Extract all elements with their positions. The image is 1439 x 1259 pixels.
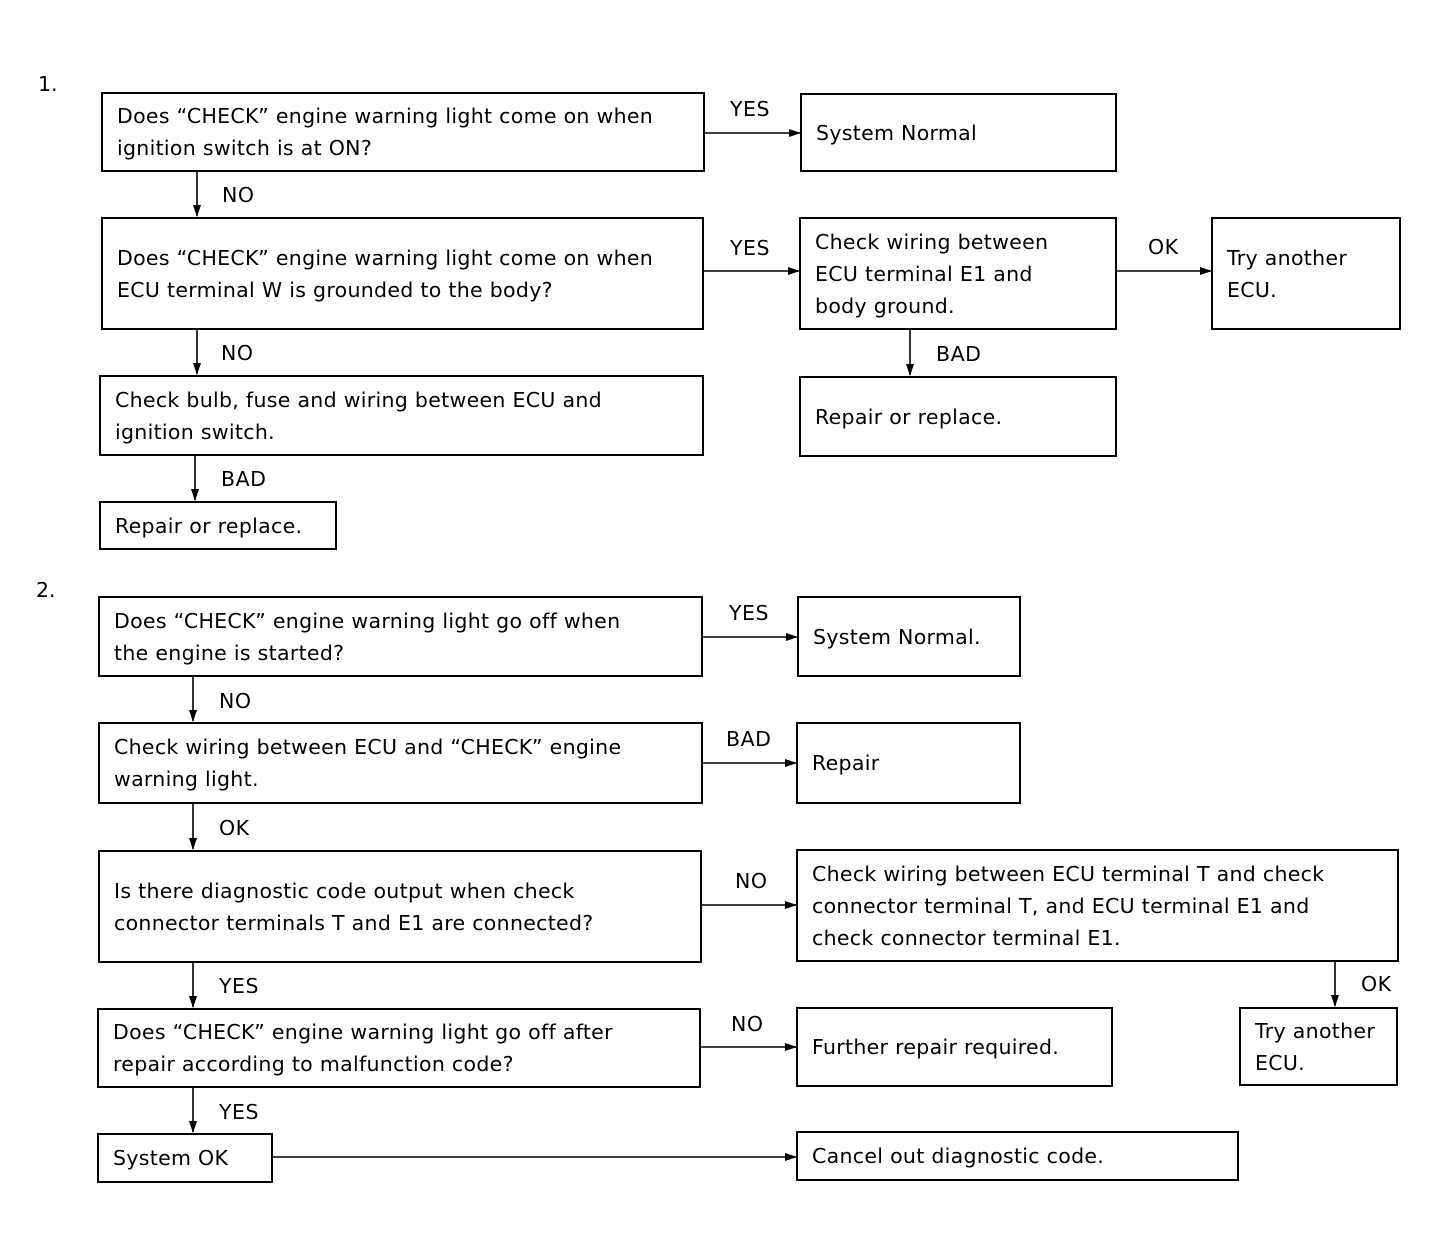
s2-check-terminal-wiring-box: Check wiring between ECU terminal T and … — [796, 849, 1399, 962]
s2-cancel-code-text: Cancel out diagnostic code. — [812, 1144, 1105, 1168]
s2-question-2-box: Is there diagnostic code output when che… — [98, 850, 702, 963]
s2-cancel-code-box: Cancel out diagnostic code. — [796, 1131, 1239, 1181]
s1-question-1-box: Does “CHECK” engine warning light come o… — [101, 92, 705, 172]
s2-system-ok-box: System OK — [97, 1133, 273, 1183]
s1-try-another-ecu-box: Try another ECU. — [1211, 217, 1401, 330]
s2-further-repair-box: Further repair required. — [796, 1007, 1113, 1087]
s2-try-another-ecu-box: Try another ECU. — [1239, 1007, 1398, 1086]
s1-question-2-text: Does “CHECK” engine warning light come o… — [117, 245, 654, 302]
s2-repair-text: Repair — [812, 751, 880, 775]
s1-repair-replace-left-box: Repair or replace. — [99, 501, 337, 550]
s1-check-e1-wiring-text: Check wiring between ECU terminal E1 and… — [815, 229, 1049, 318]
s2-q2-yes-label: YES — [219, 974, 259, 998]
s2-question-1-text: Does “CHECK” engine warning light go off… — [114, 608, 621, 665]
s2-try-another-ecu-text: Try another ECU. — [1255, 1018, 1376, 1075]
s1-system-normal-box: System Normal — [800, 93, 1117, 172]
s1-question-1-text: Does “CHECK” engine warning light come o… — [117, 104, 654, 160]
s1-check-bulb-text: Check bulb, fuse and wiring between ECU … — [115, 387, 602, 444]
s1-wiring-ok-label: OK — [1148, 235, 1179, 259]
s1-try-another-ecu-text: Try another ECU. — [1227, 245, 1348, 302]
s1-bulb-bad-label: BAD — [221, 467, 267, 491]
s2-question-3-box: Does “CHECK” engine warning light go off… — [97, 1008, 701, 1088]
s2-check-wiring-text: Check wiring between ECU and “CHECK” eng… — [114, 735, 622, 791]
s1-q2-no-label: NO — [221, 341, 254, 365]
s1-repair-replace-right-box: Repair or replace. — [799, 376, 1117, 457]
s2-further-repair-text: Further repair required. — [812, 1035, 1060, 1059]
s1-wiring-bad-label: BAD — [936, 342, 982, 366]
s2-check-terminal-wiring-text: Check wiring between ECU terminal T and … — [812, 861, 1325, 950]
s1-q1-yes-label: YES — [730, 97, 770, 121]
s2-q3-yes-label: YES — [219, 1100, 259, 1124]
s2-wiring-bad-label: BAD — [726, 727, 772, 751]
s2-system-normal-text: System Normal. — [813, 624, 981, 649]
s1-q1-no-label: NO — [222, 183, 255, 207]
section-2-number: 2. — [36, 578, 56, 602]
s1-system-normal-text: System Normal — [816, 120, 978, 145]
s2-system-ok-text: System OK — [113, 1146, 229, 1170]
s2-question-3-text: Does “CHECK” engine warning light go off… — [113, 1020, 613, 1076]
s1-check-e1-wiring-box: Check wiring between ECU terminal E1 and… — [799, 217, 1117, 330]
s2-q2-no-label: NO — [735, 869, 768, 893]
s2-question-1-box: Does “CHECK” engine warning light go off… — [98, 596, 703, 677]
s2-check-wiring-box: Check wiring between ECU and “CHECK” eng… — [98, 722, 703, 804]
s2-terminal-ok-label: OK — [1361, 972, 1392, 996]
s2-repair-box: Repair — [796, 722, 1021, 804]
s2-system-normal-box: System Normal. — [797, 596, 1021, 677]
s1-q2-yes-label: YES — [730, 236, 770, 260]
s2-q1-no-label: NO — [219, 689, 252, 713]
s2-wiring-ok-label: OK — [219, 816, 250, 840]
s2-q1-yes-label: YES — [729, 601, 769, 625]
section-1-number: 1. — [38, 72, 58, 96]
s2-q3-no-label: NO — [731, 1012, 764, 1036]
s1-question-2-box: Does “CHECK” engine warning light come o… — [101, 217, 704, 330]
s1-repair-replace-left-text: Repair or replace. — [115, 513, 303, 538]
s1-check-bulb-box: Check bulb, fuse and wiring between ECU … — [99, 375, 704, 456]
s1-repair-replace-right-text: Repair or replace. — [815, 404, 1003, 429]
s2-question-2-text: Is there diagnostic code output when che… — [114, 878, 594, 935]
